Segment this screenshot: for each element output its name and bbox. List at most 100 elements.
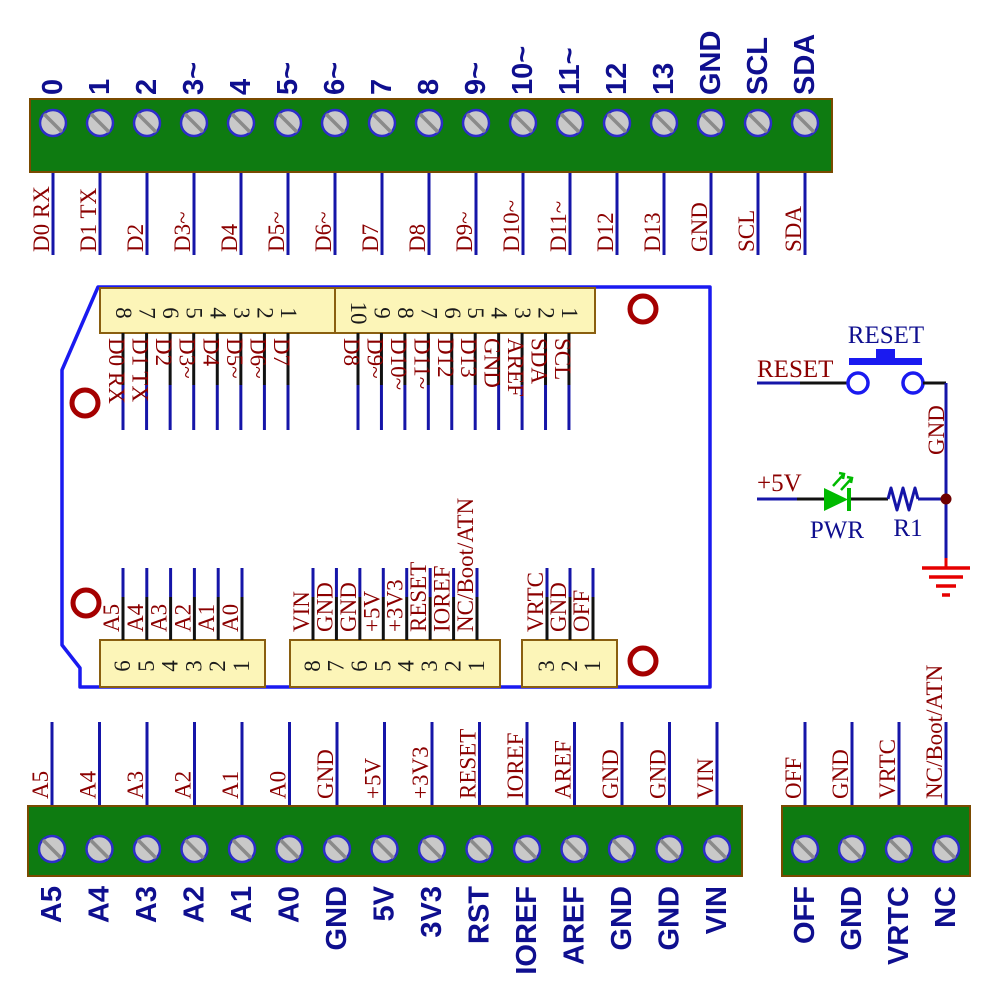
pin-number: 6 <box>110 660 135 672</box>
resistor-ref-label: R1 <box>893 515 922 542</box>
pin-number: 8 <box>300 660 325 672</box>
wire-label: D1 TX <box>76 188 101 252</box>
led-ref-label: PWR <box>810 517 865 544</box>
v5-net-label: +5V <box>757 470 802 497</box>
pin-number: 6 <box>440 307 465 319</box>
pin-header-body <box>99 287 338 334</box>
pin-label: A5 <box>99 604 124 632</box>
wire-label: GND <box>313 749 338 799</box>
wire-label: D6~ <box>311 211 336 252</box>
wire-label: A1 <box>218 771 243 799</box>
gnd-net-label: GND <box>924 405 949 455</box>
pin-label: +3V3 <box>383 579 408 632</box>
pin-label: RESET <box>406 562 431 632</box>
pin-number: 1 <box>276 307 301 319</box>
pin-label: A3 <box>147 604 172 632</box>
terminal-name: GND <box>654 886 686 950</box>
pin-header-body <box>521 639 618 688</box>
mounting-hole <box>627 293 659 325</box>
terminal-name: 3V3 <box>416 886 448 938</box>
pin-number: 8 <box>111 307 136 319</box>
wire-label: VRTC <box>875 739 900 799</box>
wire-label: SDA <box>781 206 806 252</box>
screw-slot <box>279 838 300 860</box>
pin-label: A0 <box>218 604 243 632</box>
pin-number: 6 <box>158 307 183 319</box>
pin-label: GND <box>546 582 571 632</box>
screw-slot <box>888 838 910 860</box>
screw-slot <box>559 112 581 134</box>
pin-label: D4 <box>198 338 223 367</box>
wire-label: GND <box>828 749 853 799</box>
terminal-name: RST <box>464 886 496 944</box>
pin-label: +5V <box>359 591 384 632</box>
screw-slot <box>136 838 158 860</box>
reset-net-label: RESET <box>757 356 833 383</box>
pin-label: D7 <box>269 338 294 366</box>
wire-label: A5 <box>28 771 53 799</box>
pin-number: 2 <box>205 660 230 672</box>
pin-number: 9 <box>369 307 394 319</box>
screw-slot <box>89 838 110 860</box>
led-emission-arrow <box>840 475 854 491</box>
wire-label: D3~ <box>170 211 195 252</box>
pin-label: NC/Boot/ATN <box>453 497 478 632</box>
pin-number: 7 <box>416 307 441 319</box>
pin-header-body <box>289 639 501 688</box>
pin-number: 7 <box>135 307 160 319</box>
pin-label: IOREF <box>430 566 455 632</box>
wire-label: D5~ <box>264 211 289 252</box>
reset-button-label: RESET <box>848 322 924 349</box>
terminal-name: GND <box>836 886 868 950</box>
reset-button: RESET <box>846 322 925 395</box>
wire-label: D2 <box>123 224 148 252</box>
terminal-name: VRTC <box>883 886 915 965</box>
pin-number: 7 <box>323 660 348 672</box>
screw-slot <box>841 838 863 860</box>
terminal-name: OFF <box>789 886 821 944</box>
pin-label: D13 <box>456 338 481 378</box>
wire-label: +5V <box>361 758 386 799</box>
pin-label: AREF <box>503 338 528 397</box>
wire-label: GND <box>687 202 712 252</box>
screw-slot <box>611 838 633 860</box>
screw-slot <box>794 838 816 860</box>
wire-label: D11~ <box>546 201 571 252</box>
pin-number: 3 <box>534 660 559 672</box>
screw-slot <box>184 838 205 860</box>
ground-symbol <box>922 558 970 597</box>
screw-slot <box>706 838 728 860</box>
terminal-name: NC <box>930 886 962 928</box>
screw-slot <box>747 112 769 134</box>
screw-slot <box>326 838 348 860</box>
wire-label: AREF <box>551 740 576 799</box>
wire-label: D8 <box>405 224 430 252</box>
wire-label: GND <box>598 749 623 799</box>
terminal-name: GND <box>695 31 727 95</box>
terminal-name: 8 <box>413 79 445 95</box>
pin-number: 1 <box>229 660 254 672</box>
wire-label: NC/Boot/ATN <box>922 664 947 799</box>
screw-slot <box>230 112 252 134</box>
led-pwr: PWR <box>810 471 865 544</box>
terminal-name: A2 <box>179 886 211 923</box>
screw-slot <box>89 112 111 134</box>
screw-slot <box>794 112 816 134</box>
wire-label: D12 <box>593 212 618 252</box>
wire-label: RESET <box>456 729 481 799</box>
pin-label: VRTC <box>523 572 548 632</box>
pin-number: 1 <box>557 307 582 319</box>
shield-outline <box>60 285 712 689</box>
wire-label: D9~ <box>452 211 477 252</box>
pin-label: D9~ <box>362 338 387 379</box>
pin-number: 3 <box>229 307 254 319</box>
screw-slot <box>42 112 64 134</box>
terminal-name: AREF <box>559 886 591 965</box>
button-contact <box>901 371 925 395</box>
